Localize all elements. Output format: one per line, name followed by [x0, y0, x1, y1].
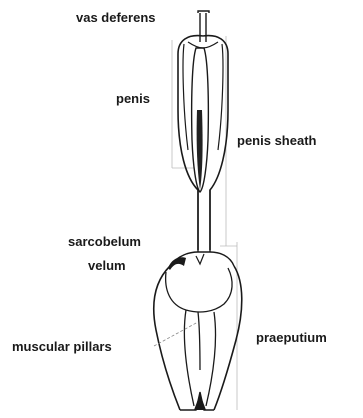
label-sarcobelum: sarcobelum — [68, 234, 141, 249]
muscular-pillars-leader — [154, 322, 198, 346]
muscular-pillars — [184, 310, 215, 406]
label-praeputium: praeputium — [256, 330, 327, 345]
label-penis: penis — [116, 91, 150, 106]
label-velum: velum — [88, 258, 126, 273]
label-vas-deferens: vas deferens — [76, 10, 156, 25]
inner-chamber — [166, 268, 232, 312]
velum-dark-patch — [168, 257, 186, 270]
label-penis-sheath: penis sheath — [237, 133, 317, 148]
velum-tip — [196, 254, 204, 264]
label-muscular-pillars: muscular pillars — [12, 339, 112, 354]
sheath-neck — [198, 190, 210, 252]
bottom-dark-wedge — [194, 394, 206, 410]
vas-deferens-tubes — [198, 11, 209, 42]
